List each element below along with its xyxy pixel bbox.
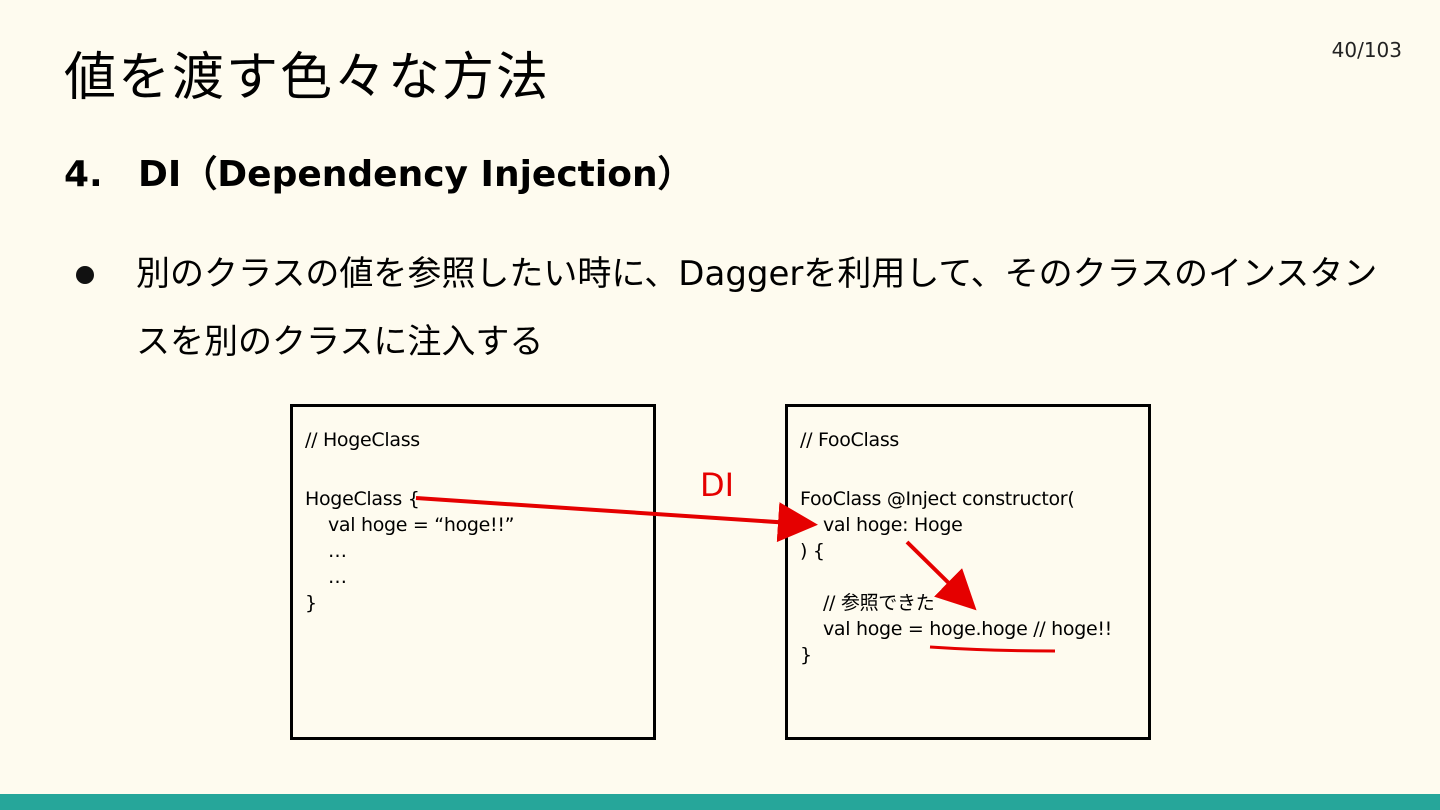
code-line: // 参照できた bbox=[800, 592, 935, 614]
heading-number: 4. bbox=[64, 154, 103, 195]
code-line: // FooClass bbox=[800, 429, 900, 451]
code-line: val hoge: Hoge bbox=[800, 514, 963, 536]
code-line bbox=[800, 564, 1148, 590]
section-heading: 4. DI（Dependency Injection） bbox=[64, 148, 694, 202]
code-line: val hoge = “hoge!!” bbox=[305, 514, 515, 536]
code-line: // HogeClass bbox=[305, 429, 420, 451]
di-label: DI bbox=[700, 466, 735, 504]
code-line: … bbox=[305, 540, 347, 562]
foo-class-code-box: // FooClass FooClass @Inject constructor… bbox=[785, 404, 1151, 740]
page-number: 40/103 bbox=[1331, 38, 1402, 62]
heading-text: DI（Dependency Injection） bbox=[138, 154, 694, 195]
code-line: ) { bbox=[800, 540, 825, 562]
code-line bbox=[800, 453, 1148, 486]
bullet-text: 別のクラスの値を参照したい時に、Daggerを利用して、そのクラスのインスタンス… bbox=[136, 254, 1378, 362]
code-line bbox=[305, 453, 653, 486]
footer-bar bbox=[0, 794, 1440, 810]
code-line: … bbox=[305, 566, 347, 588]
code-line: FooClass @Inject constructor( bbox=[800, 488, 1075, 510]
code-line: } bbox=[800, 644, 812, 666]
bullet-dot-icon bbox=[76, 266, 94, 284]
code-line: val hoge = hoge.hoge // hoge!! bbox=[800, 618, 1112, 640]
code-line: HogeClass { bbox=[305, 488, 420, 510]
hoge-class-code-box: // HogeClass HogeClass { val hoge = “hog… bbox=[290, 404, 656, 740]
slide-title: 値を渡す色々な方法 bbox=[64, 48, 551, 108]
code-line: } bbox=[305, 592, 317, 614]
